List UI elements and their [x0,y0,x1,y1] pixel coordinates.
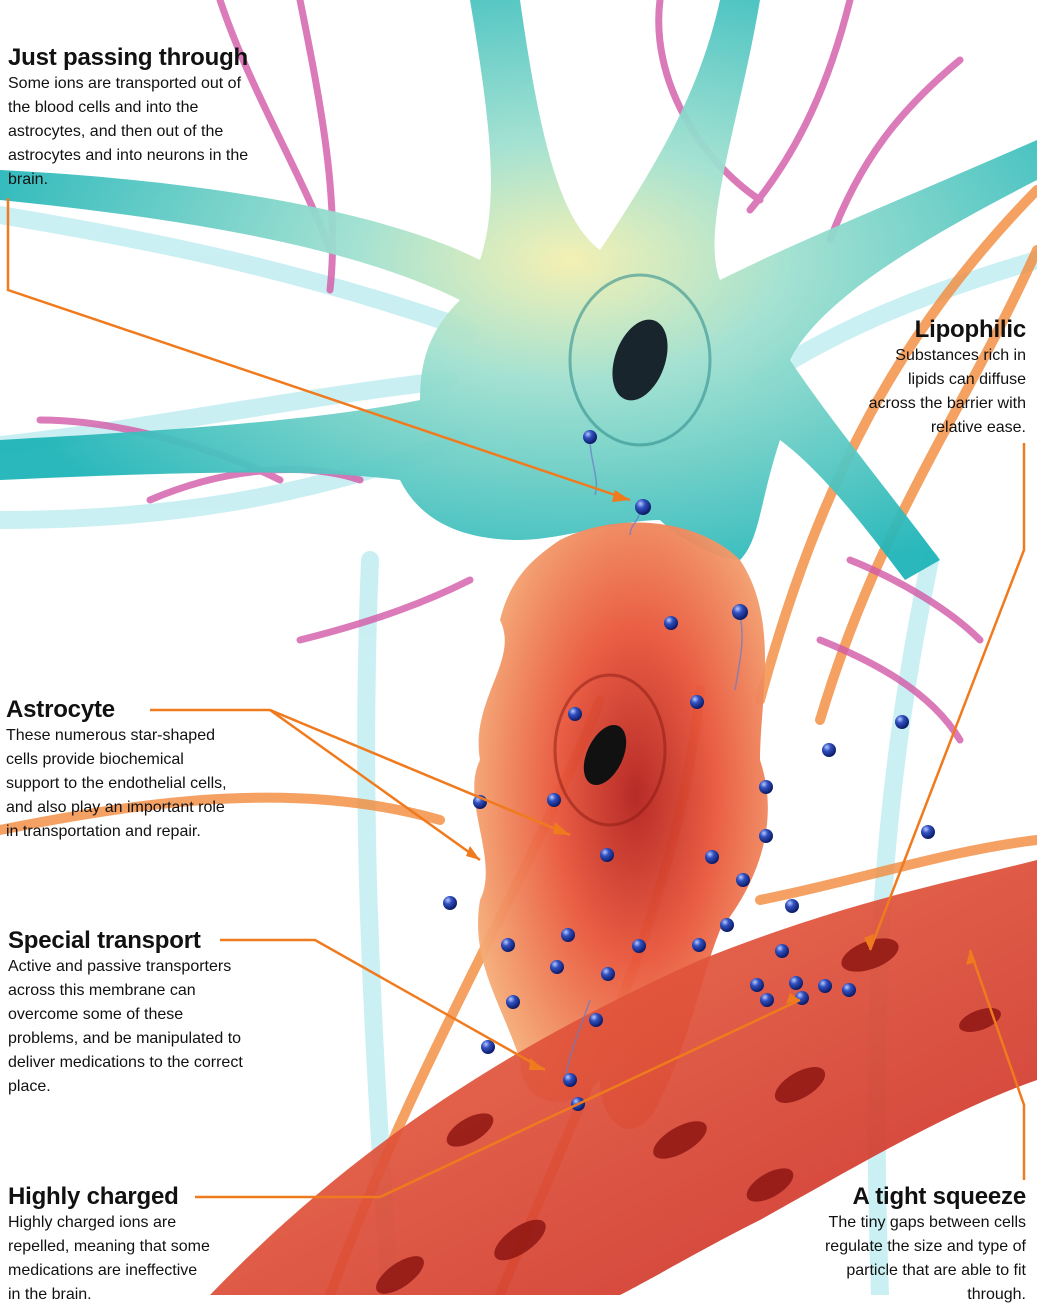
annotation-text: Active and passive transporters across t… [8,955,243,1099]
annotation-astrocyte: Astrocyte These numerous star-shaped cel… [6,696,246,844]
annotation-tight-squeeze: A tight squeeze The tiny gaps between ce… [810,1183,1026,1307]
annotation-just-passing-through: Just passing through Some ions are trans… [8,44,268,192]
annotation-title: Just passing through [8,44,268,72]
annotation-title: Special transport [8,927,248,955]
annotation-title: Highly charged [8,1183,218,1211]
annotation-text: The tiny gaps between cells regulate the… [810,1211,1026,1307]
annotation-highly-charged: Highly charged Highly charged ions are r… [8,1183,218,1307]
annotation-title: A tight squeeze [810,1183,1026,1211]
annotation-title: Astrocyte [6,696,246,724]
annotation-text: Substances rich in lipids can diffuse ac… [860,344,1026,440]
annotation-text: Highly charged ions are repelled, meanin… [8,1211,213,1307]
annotation-title: Lipophilic [860,316,1026,344]
annotation-lipophilic: Lipophilic Substances rich in lipids can… [860,316,1026,440]
annotation-text: Some ions are transported out of the blo… [8,72,258,192]
annotation-text: These numerous star-shaped cells provide… [6,724,241,844]
annotation-special-transport: Special transport Active and passive tra… [8,927,248,1099]
